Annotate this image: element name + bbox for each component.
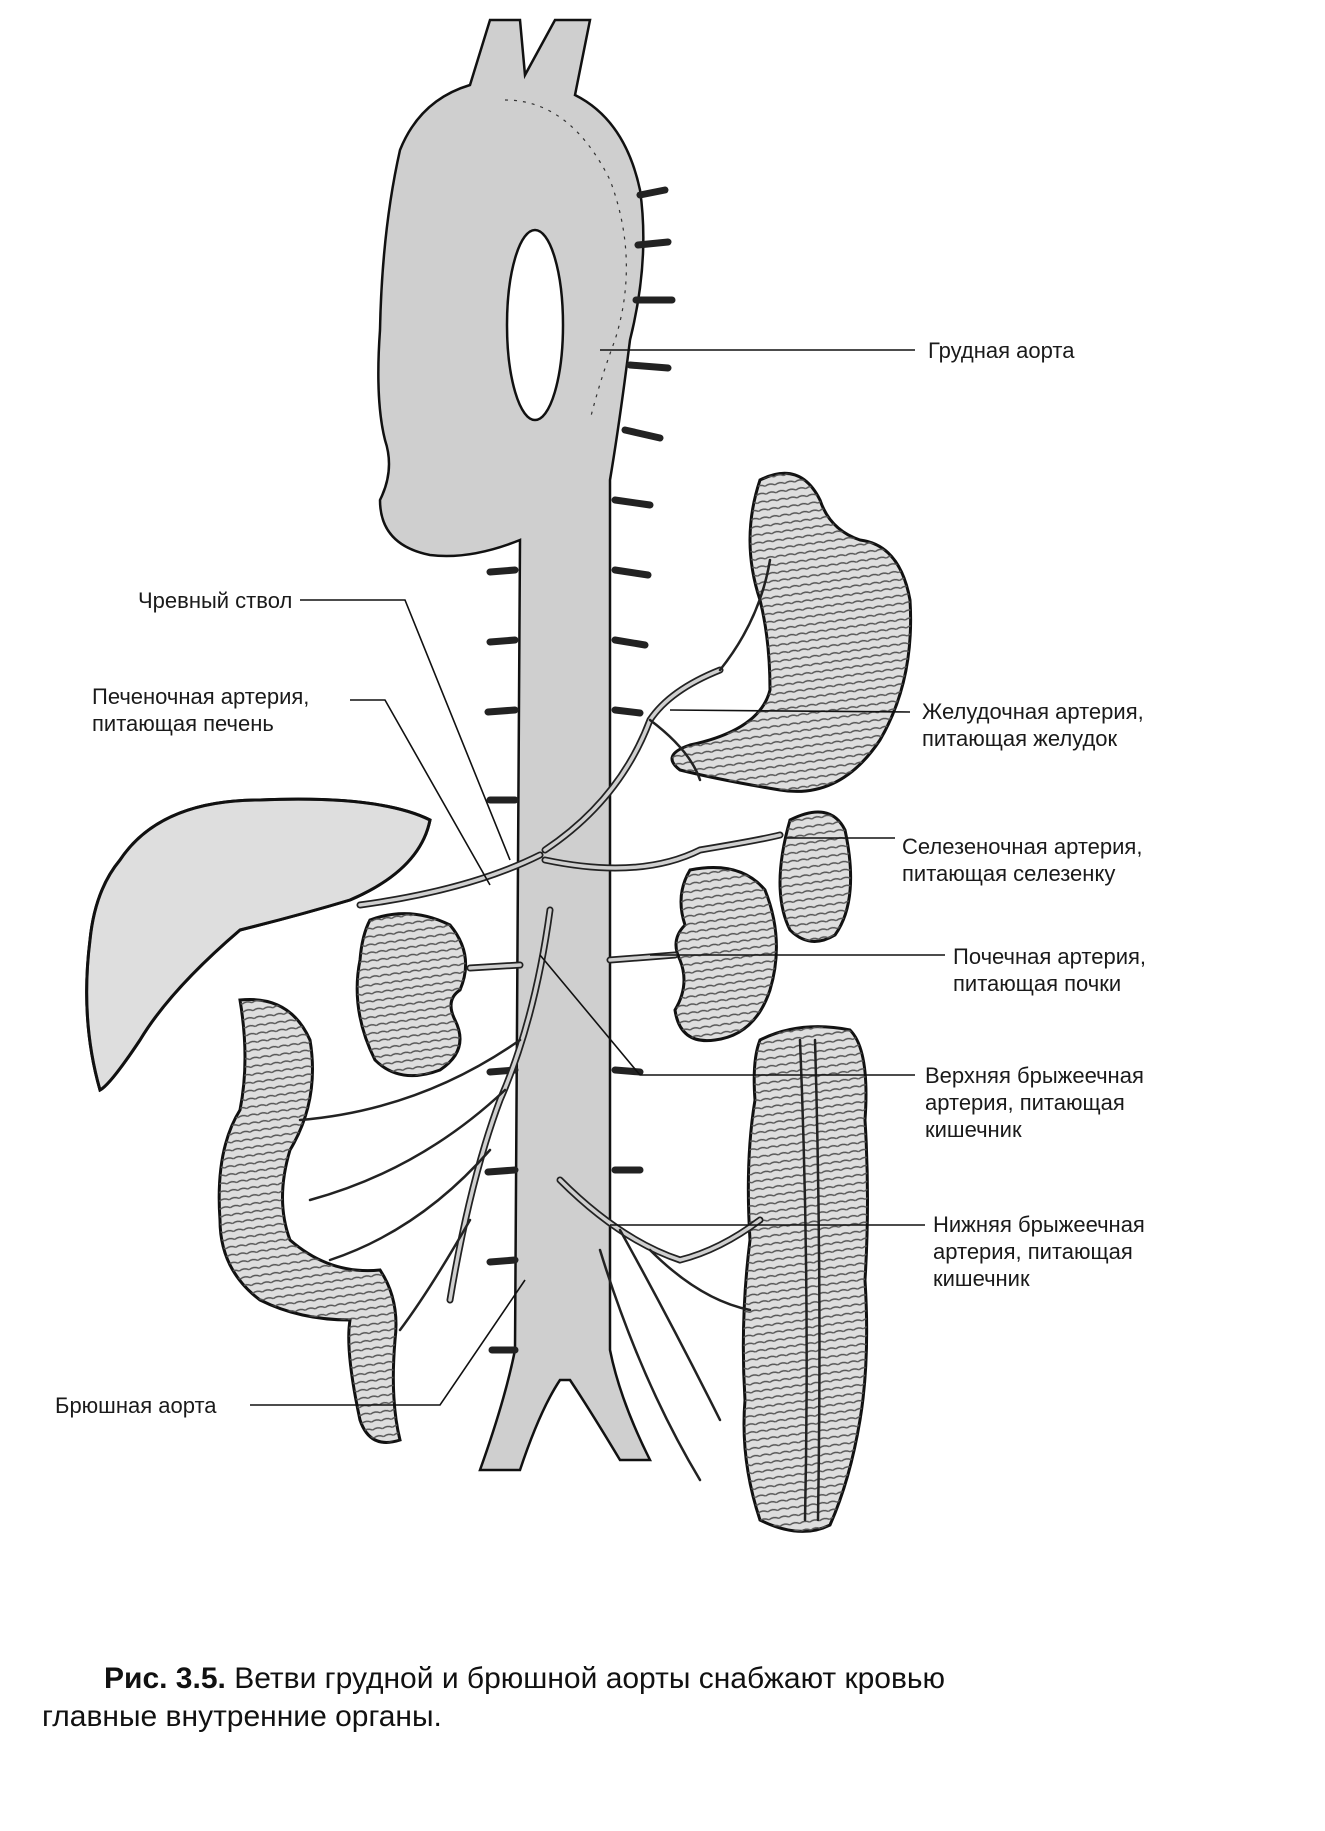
label-inferior-mesenteric-artery: Нижняя брыжеечная артерия, питающая кише…	[933, 1212, 1145, 1291]
caption-prefix: Рис. 3.5.	[104, 1662, 226, 1695]
liver	[85, 797, 432, 1093]
superior-mesenteric-branches	[298, 906, 554, 1332]
ascending-colon	[217, 998, 402, 1444]
figure-caption: Рис. 3.5. Ветви грудной и брюшной аорты …	[42, 1660, 1282, 1736]
label-thoracic-aorta: Грудная аорта	[928, 338, 1075, 363]
label-celiac-trunk: Чревный ствол	[138, 588, 293, 613]
spleen	[778, 810, 853, 943]
renal-arteries	[466, 951, 679, 972]
inferior-mesenteric-branches	[556, 1176, 764, 1482]
label-superior-mesenteric-artery: Верхняя брыжеечная артерия, питающая киш…	[925, 1063, 1144, 1142]
caption-line2: главные внутренние органы.	[42, 1700, 442, 1733]
label-abdominal-aorta: Брюшная аорта	[55, 1393, 217, 1418]
right-kidney	[673, 866, 778, 1043]
caption-line1: Ветви грудной и брюшной аорты снабжают к…	[234, 1662, 946, 1695]
intercostal-branches	[484, 186, 676, 1354]
descending-colon	[741, 1025, 869, 1533]
stomach	[670, 471, 913, 793]
label-hepatic-artery: Печеночная артерия, питающая печень	[92, 684, 310, 736]
label-gastric-artery: Желудочная артерия, питающая желудок	[922, 699, 1144, 751]
celiac-branches	[356, 558, 784, 909]
label-renal-artery: Почечная артерия, питающая почки	[953, 944, 1147, 996]
left-kidney	[355, 912, 468, 1078]
thoracic-aorta	[377, 18, 653, 1472]
label-splenic-artery: Селезеночная артерия, питающая селезенку	[902, 834, 1143, 886]
leader-lines	[250, 349, 945, 1406]
